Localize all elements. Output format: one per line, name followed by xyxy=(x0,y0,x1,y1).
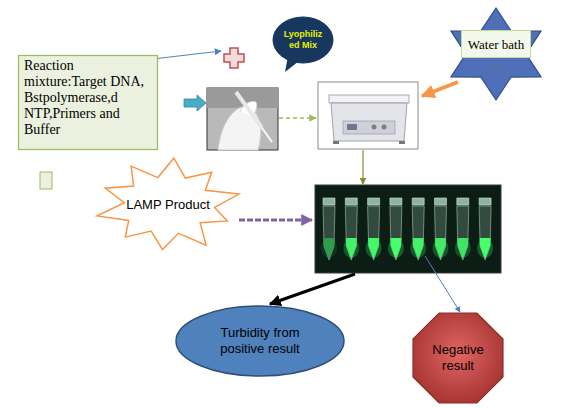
reaction-tube xyxy=(388,198,404,260)
box-outline xyxy=(19,56,158,150)
empty-box xyxy=(40,172,52,189)
foot xyxy=(333,141,339,144)
node-label: Water bath xyxy=(468,37,524,52)
tube-cap xyxy=(457,198,469,205)
reaction-tube xyxy=(321,198,337,260)
text-area: Turbidity from positive result xyxy=(205,315,315,367)
text-area: Lyophiliz ed Mix xyxy=(282,23,324,57)
bubble-outline xyxy=(273,17,333,63)
reaction-tube xyxy=(343,198,359,260)
pipette-photo xyxy=(207,88,278,150)
star-outline xyxy=(451,8,541,100)
reaction-tube xyxy=(410,198,426,260)
tube-glow xyxy=(343,238,359,258)
photo-frame xyxy=(318,82,418,149)
flow-arrow xyxy=(270,274,355,304)
tubes-photo xyxy=(315,185,501,273)
knob xyxy=(372,125,377,130)
text-area: LAMP Product xyxy=(125,184,211,224)
reaction-tube xyxy=(477,198,493,260)
starburst-callout: LAMP Product xyxy=(95,158,241,252)
node-label: Turbidity from positive result xyxy=(205,325,315,357)
knob xyxy=(382,125,387,130)
flow-arrow xyxy=(239,219,312,222)
tube-glow xyxy=(433,238,449,258)
octagon-outline xyxy=(413,313,503,403)
bath-body xyxy=(331,103,407,141)
ellipse-outline xyxy=(176,306,344,376)
flow-arrow xyxy=(422,82,458,96)
text-area: Water bath xyxy=(461,30,531,58)
tube-cap xyxy=(345,198,357,205)
tube-glow xyxy=(321,238,337,258)
photo-frame xyxy=(315,185,501,273)
display xyxy=(347,124,357,130)
node-label: Reaction mixture:Target DNA, Bstpolymera… xyxy=(24,58,152,138)
tube-cap xyxy=(323,198,335,205)
photo-frame xyxy=(207,88,278,150)
bath-rim xyxy=(329,95,409,103)
node-label: LAMP Product xyxy=(126,197,210,212)
tube-cap xyxy=(479,198,491,205)
node-label: Lyophiliz ed Mix xyxy=(282,29,324,51)
control-panel xyxy=(343,121,395,134)
flow-arrow xyxy=(279,117,316,119)
result-ellipse: Turbidity from positive result xyxy=(175,305,345,377)
reagent-box: Reaction mixture:Target DNA, Bstpolymera… xyxy=(18,55,158,150)
flow-arrow xyxy=(425,256,460,312)
reaction-tube xyxy=(455,198,471,260)
speech-bubble: Lyophiliz ed Mix xyxy=(272,16,334,72)
tube-cap xyxy=(435,198,447,205)
pipette-tip xyxy=(262,128,272,142)
tube-cap xyxy=(390,198,402,205)
tube-glow xyxy=(477,238,493,258)
pipette-body xyxy=(236,92,262,128)
tube-glow xyxy=(388,238,404,258)
text-area: Negative result xyxy=(421,333,495,383)
node-label: Negative result xyxy=(421,342,495,374)
reaction-tube xyxy=(366,198,382,260)
water-bath-photo xyxy=(318,82,418,149)
text-area: Reaction mixture:Target DNA, Bstpolymera… xyxy=(18,55,158,150)
block-arrow xyxy=(184,95,206,111)
reaction-tube xyxy=(433,198,449,260)
plus-symbol xyxy=(224,48,244,68)
foot xyxy=(399,141,405,144)
tube-glow xyxy=(366,238,382,258)
result-octagon: Negative result xyxy=(413,313,503,403)
tube-glow xyxy=(410,238,426,258)
tube-cap xyxy=(368,198,380,205)
tube-glow xyxy=(455,238,471,258)
tube-cap xyxy=(412,198,424,205)
star-shape: Water bath xyxy=(444,8,548,100)
flow-arrow xyxy=(362,150,363,184)
burst-outline xyxy=(97,158,239,249)
